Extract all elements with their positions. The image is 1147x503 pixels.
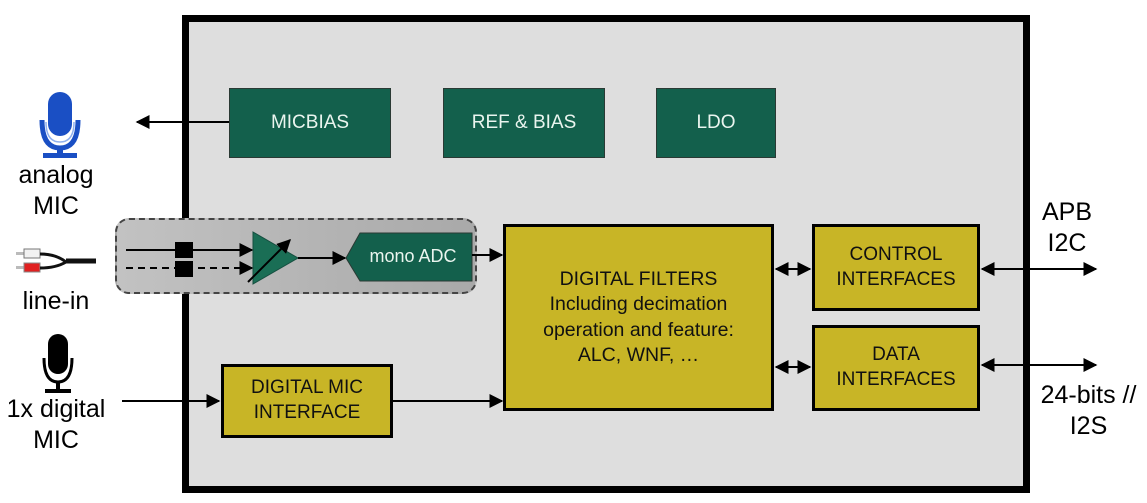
digital-filters-line-3: operation and feature: xyxy=(543,318,734,341)
analog-mic-label: analog MIC xyxy=(6,160,106,221)
data-interfaces-line-2: INTERFACES xyxy=(836,369,956,390)
digital-mic-label-line-1: 1x digital xyxy=(6,395,106,423)
ldo-block: LDO xyxy=(656,88,776,158)
digital-filters-title: DIGITAL FILTERS xyxy=(559,267,718,290)
line-in-label: line-in xyxy=(22,287,90,315)
micbias-block: MICBIAS xyxy=(229,88,391,158)
digital-filters-block: DIGITAL FILTERS Including decimation ope… xyxy=(503,224,774,411)
data-bus-label-line-2: I2S xyxy=(1069,411,1108,440)
pga-amplifier-icon xyxy=(247,231,299,285)
digital-mic-icon xyxy=(42,334,74,393)
line-in-cable-icon xyxy=(16,248,96,273)
control-bus-label-line-1: APB xyxy=(1041,198,1093,226)
digital-mic-interface-block: DIGITAL MIC INTERFACE xyxy=(221,364,393,438)
mono-adc-block xyxy=(345,232,473,282)
digital-filters-line-2: Including decimation xyxy=(549,293,728,316)
digital-mic-interface-line-2: INTERFACE xyxy=(253,402,361,423)
analog-mic-label-line-2: MIC xyxy=(33,191,79,220)
ldo-label: LDO xyxy=(696,112,736,133)
analog-mic-label-line-1: analog xyxy=(18,161,94,189)
control-interfaces-block: CONTROL INTERFACES xyxy=(812,224,980,311)
digital-mic-label-line-2: MIC xyxy=(33,425,79,454)
control-interfaces-line-1: CONTROL xyxy=(849,243,943,265)
digital-filters-line-4: ALC, WNF, … xyxy=(577,343,700,366)
micbias-label: MICBIAS xyxy=(270,112,350,133)
pad-positive xyxy=(175,242,193,258)
data-bus-label-line-1: 24-bits // xyxy=(1040,381,1137,409)
control-interfaces-line-2: INTERFACES xyxy=(836,268,956,290)
pad-negative xyxy=(175,261,193,277)
ref-bias-block: REF & BIAS xyxy=(443,88,605,158)
data-bus-label: 24-bits // I2S xyxy=(1030,380,1147,441)
digital-mic-label: 1x digital MIC xyxy=(0,394,112,455)
mono-adc-label: mono ADC xyxy=(369,245,457,266)
digital-mic-interface-line-1: DIGITAL MIC xyxy=(251,377,363,399)
data-interfaces-block: DATA INTERFACES xyxy=(812,325,980,411)
control-bus-label: APB I2C xyxy=(1032,197,1102,258)
control-bus-label-line-2: I2C xyxy=(1047,228,1087,257)
ref-bias-label: REF & BIAS xyxy=(471,112,577,133)
analog-mic-icon xyxy=(39,92,81,158)
data-interfaces-line-1: DATA xyxy=(872,344,920,366)
